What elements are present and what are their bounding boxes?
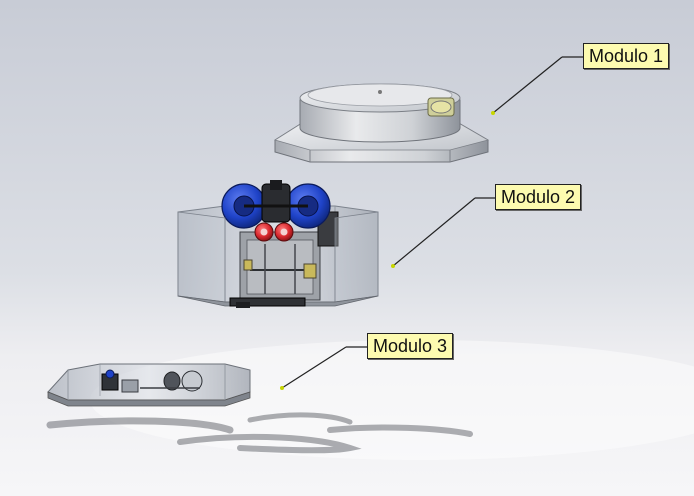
module-2-housing	[177, 180, 379, 308]
module-1-housing	[274, 83, 490, 163]
callout-module-2: Modulo 2	[495, 184, 582, 210]
callout-module-3: Modulo 3	[367, 333, 454, 359]
module-3-base	[47, 363, 251, 407]
floor-shadow	[46, 412, 473, 454]
leader-line-module-2	[391, 197, 495, 268]
leader-line-module-3	[280, 346, 367, 390]
leader-line-module-1	[491, 56, 583, 115]
callout-module-1: Modulo 1	[583, 43, 670, 69]
